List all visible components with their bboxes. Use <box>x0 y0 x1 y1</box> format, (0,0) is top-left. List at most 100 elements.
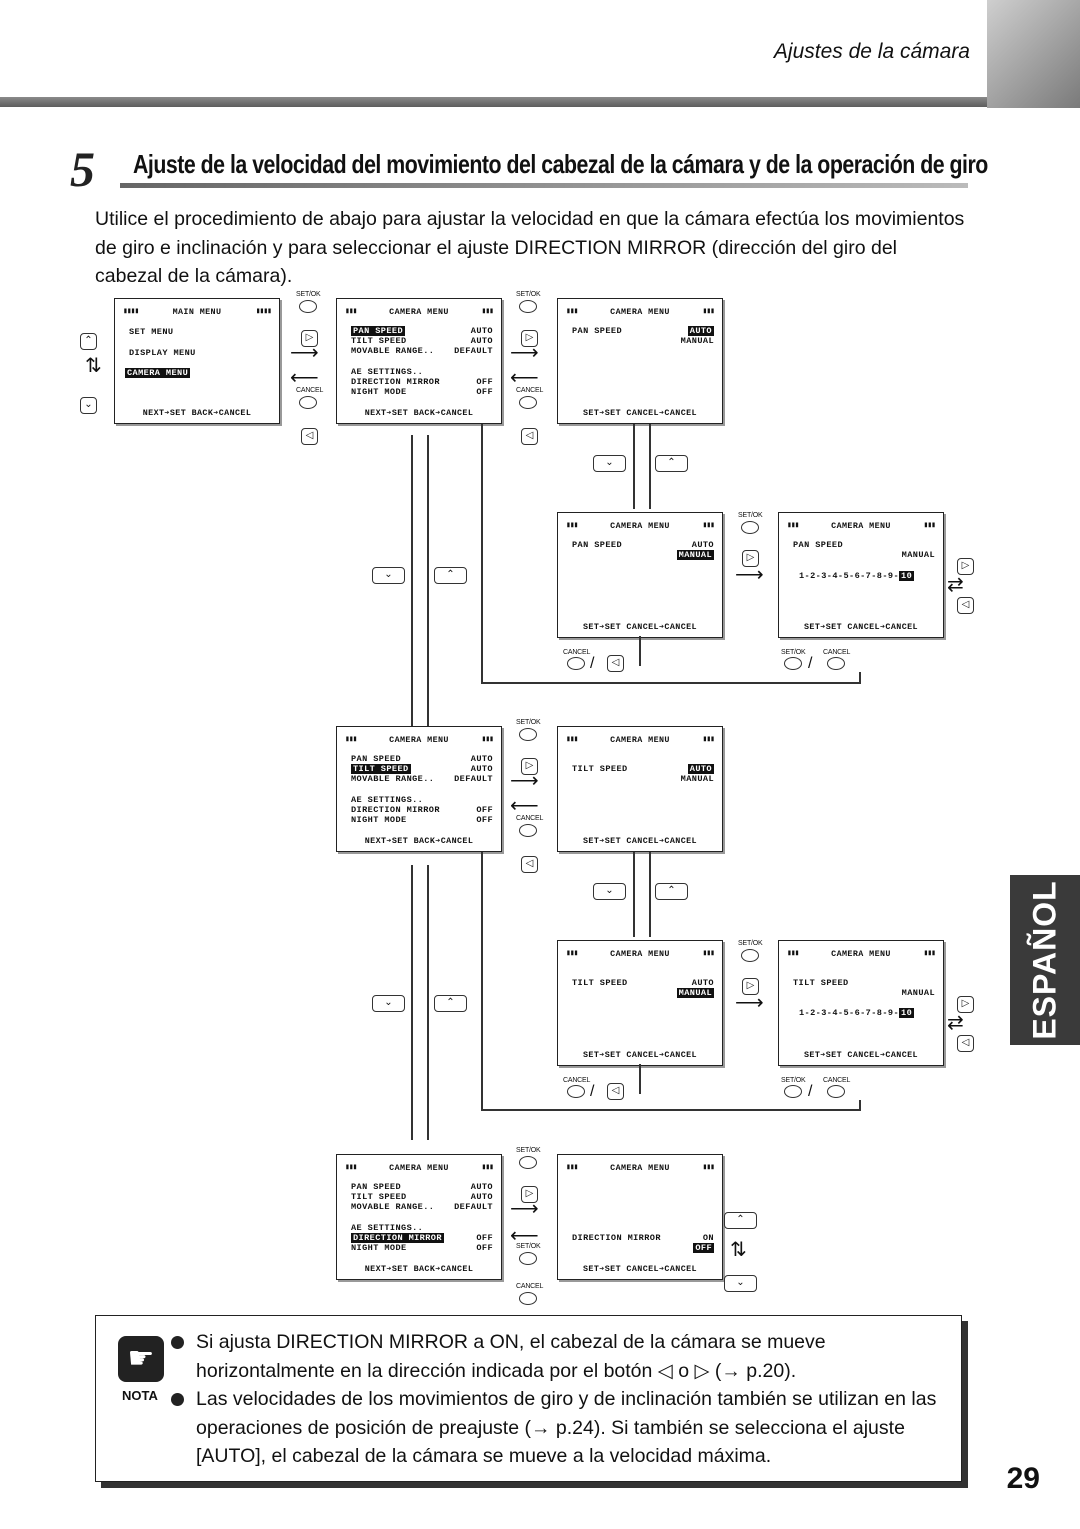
cancel-button-icon <box>567 1085 585 1098</box>
up-button-icon: ⌃ <box>434 995 467 1012</box>
language-side-tab: ESPAÑOL <box>1010 875 1080 1045</box>
setok-label: SET/OK <box>516 1243 541 1250</box>
right-button-icon: ▷ <box>521 1186 538 1203</box>
up-button-icon: ⌃ <box>655 883 688 900</box>
arrow-left-icon: ⟵ <box>510 367 539 389</box>
right-button-icon: ▷ <box>301 330 318 347</box>
arrow-left-icon: ⟵ <box>510 1225 539 1247</box>
note-bullet: Las velocidades de los movimientos de gi… <box>171 1385 941 1471</box>
setok-label: SET/OK <box>516 719 541 726</box>
setok-button-icon <box>519 1156 537 1169</box>
left-button-icon: ◁ <box>957 1035 974 1052</box>
right-button-icon: ▷ <box>521 330 538 347</box>
setok-button-icon <box>299 300 317 313</box>
cancel-button-icon <box>519 396 537 409</box>
header-corner-tab <box>987 0 1080 108</box>
up-button-icon: ⌃ <box>434 567 467 584</box>
right-button-icon: ▷ <box>957 558 974 575</box>
cancel-button-icon <box>519 824 537 837</box>
section-rule <box>120 183 968 188</box>
setok-label: SET/OK <box>516 291 541 298</box>
arrow-right-icon: ⟶ <box>290 342 319 364</box>
down-button-icon: ⌄ <box>80 397 97 414</box>
left-button-icon: ◁ <box>521 856 538 873</box>
up-button-icon: ⌃ <box>80 333 97 350</box>
cancel-label: CANCEL <box>823 1077 851 1084</box>
cancel-label: CANCEL <box>563 649 591 656</box>
setok-label: SET/OK <box>516 1147 541 1154</box>
cancel-label: CANCEL <box>563 1077 591 1084</box>
left-right-arrows-icon: ⇄ <box>947 574 964 596</box>
left-button-icon: ◁ <box>607 1083 624 1100</box>
note-label: NOTA <box>122 1388 158 1403</box>
page-number: 29 <box>1006 1462 1040 1495</box>
setok-button-icon <box>741 521 759 534</box>
header-title: Ajustes de la cámara <box>773 40 970 63</box>
up-down-arrows-icon: ⇅ <box>730 1239 747 1261</box>
up-button-icon: ⌃ <box>655 455 688 472</box>
up-button-icon: ⌃ <box>724 1212 757 1229</box>
down-button-icon: ⌄ <box>724 1275 757 1292</box>
left-button-icon: ◁ <box>957 597 974 614</box>
up-down-arrows-icon: ⇅ <box>85 355 102 377</box>
note-bullet: Si ajusta DIRECTION MIRROR a ON, el cabe… <box>171 1328 941 1385</box>
setok-label: SET/OK <box>781 1077 806 1084</box>
setok-label: SET/OK <box>296 291 321 298</box>
left-button-icon: ◁ <box>521 428 538 445</box>
left-button-icon: ◁ <box>301 428 318 445</box>
screen-title: MAIN MENU <box>172 307 222 317</box>
note-hand-icon: ☛ <box>118 1336 164 1382</box>
screen-main-menu: ▮▮▮▮ MAIN MENU ▮▮▮▮ SET MENU DISPLAY MEN… <box>114 298 280 424</box>
cancel-label: CANCEL <box>823 649 851 656</box>
menu-item: SET MENU <box>129 327 174 337</box>
arrow-right-icon: ⟶ <box>735 992 764 1014</box>
menu-item-selected: CAMERA MENU <box>125 368 191 378</box>
setok-label: SET/OK <box>738 512 763 519</box>
arrow-right-icon: ⟶ <box>510 342 539 364</box>
screen-footer: NEXT➔SET BACK➔CANCEL <box>142 407 252 418</box>
or-separator: / <box>590 655 595 672</box>
setok-button-icon <box>741 949 759 962</box>
cancel-button-icon <box>299 396 317 409</box>
down-button-icon: ⌄ <box>593 455 626 472</box>
right-button-icon: ▷ <box>742 978 759 995</box>
header-bar <box>0 97 1000 107</box>
cancel-label: CANCEL <box>296 387 324 394</box>
cancel-button-icon <box>567 657 585 670</box>
setok-button-icon <box>784 657 802 670</box>
arrow-right-icon: ⟶ <box>735 564 764 586</box>
setok-label: SET/OK <box>738 940 763 947</box>
menu-item: DISPLAY MENU <box>129 348 196 358</box>
right-button-icon: ▷ <box>742 550 759 567</box>
cancel-label: CANCEL <box>516 1283 544 1290</box>
or-separator: / <box>808 655 813 672</box>
down-button-icon: ⌄ <box>372 567 405 584</box>
section-number: 5 <box>70 141 95 197</box>
setok-button-icon <box>519 300 537 313</box>
arrow-right-icon: ⟶ <box>510 770 539 792</box>
setok-button-icon <box>784 1085 802 1098</box>
arrow-left-icon: ⟵ <box>510 795 539 817</box>
setok-button-icon <box>519 728 537 741</box>
cancel-button-icon <box>827 1085 845 1098</box>
or-separator: / <box>590 1083 595 1100</box>
left-right-arrows-icon: ⇄ <box>947 1012 964 1034</box>
right-button-icon: ▷ <box>957 996 974 1013</box>
screen-pan-speed-scale: ▮▮▮ CAMERA MENU ▮▮▮ PAN SPEED MANUAL 1-2… <box>778 512 944 638</box>
setok-button-icon <box>519 1252 537 1265</box>
cancel-label: CANCEL <box>516 815 544 822</box>
section-title: Ajuste de la velocidad del movimiento de… <box>133 149 988 179</box>
right-button-icon: ▷ <box>521 758 538 775</box>
cancel-label: CANCEL <box>516 387 544 394</box>
arrow-left-icon: ⟵ <box>290 367 319 389</box>
or-separator: / <box>808 1083 813 1100</box>
left-button-icon: ◁ <box>607 655 624 672</box>
